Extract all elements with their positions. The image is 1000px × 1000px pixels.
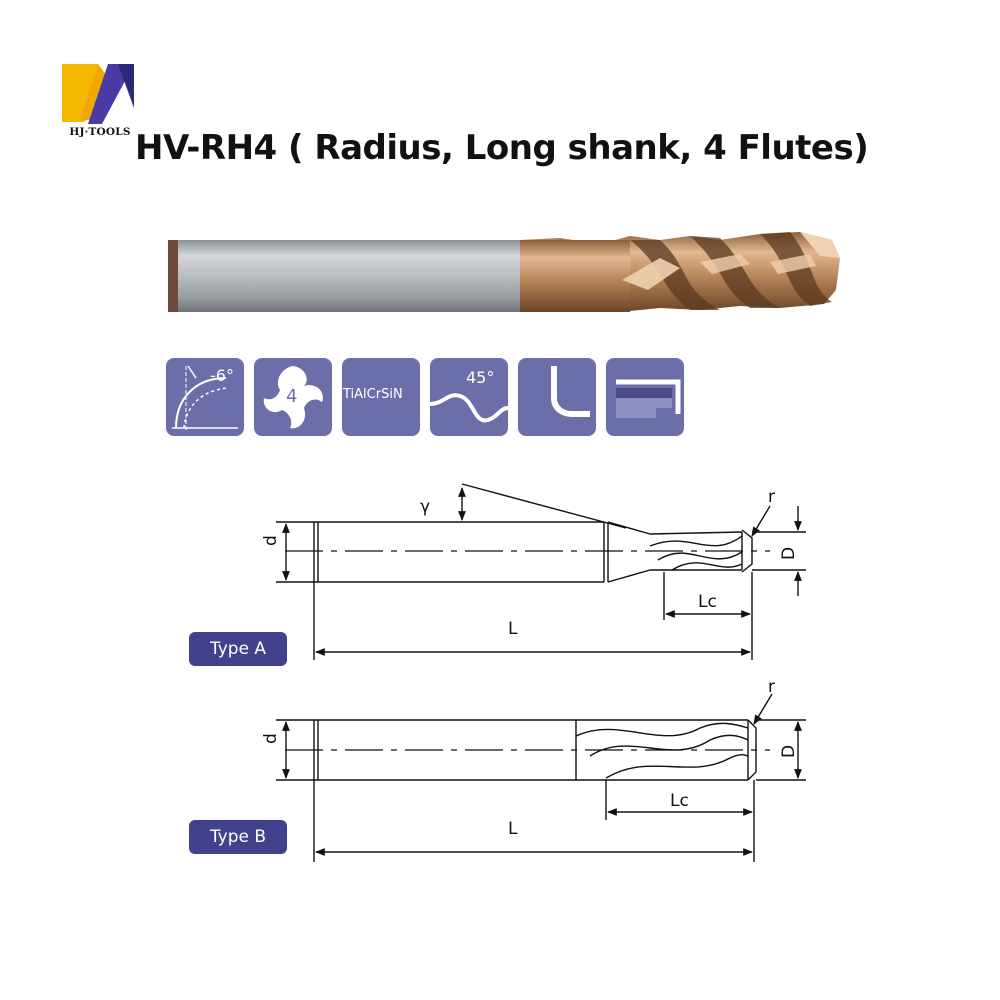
coating-icon: TiAlCrSiN bbox=[342, 358, 420, 436]
helix-45-icon: 45° bbox=[430, 358, 508, 436]
type-b-drawing bbox=[276, 693, 806, 862]
helix-angle-icon: -6° bbox=[166, 358, 244, 436]
end-mill-image bbox=[168, 232, 840, 312]
gamma-label: γ bbox=[420, 497, 430, 517]
shank-step-icon bbox=[606, 358, 684, 436]
corner-radius-icon bbox=[518, 358, 596, 436]
helix-angle-label: -6° bbox=[210, 366, 234, 385]
brand-name: HJ·TOOLS bbox=[69, 126, 131, 138]
type-a-badge: Type A bbox=[189, 632, 287, 666]
type-a-D-label: D bbox=[779, 547, 799, 560]
type-a-l-label: L bbox=[508, 619, 518, 639]
flutes-label: 4 bbox=[286, 386, 298, 407]
page-title: HV-RH4 ( Radius, Long shank, 4 Flutes) bbox=[135, 128, 869, 168]
type-b-D-label: D bbox=[779, 745, 799, 758]
type-b-lc-label: Lc bbox=[670, 791, 689, 811]
type-a-d-label: d bbox=[261, 535, 281, 546]
type-b-r-label: r bbox=[768, 677, 775, 697]
type-a-drawing bbox=[276, 483, 806, 660]
dimension-drawing: γ r d D Lc L r d D Lc L bbox=[261, 483, 806, 862]
type-a-r-label: r bbox=[768, 487, 775, 507]
type-b-badge: Type B bbox=[189, 820, 287, 854]
type-b-l-label: L bbox=[508, 819, 518, 839]
type-b-d-label: d bbox=[261, 733, 281, 744]
coating-label: TiAlCrSiN bbox=[343, 387, 403, 402]
flutes-icon: 4 bbox=[254, 358, 332, 436]
hj-tools-logo-icon bbox=[62, 64, 134, 124]
type-a-lc-label: Lc bbox=[698, 592, 717, 612]
helix-45-label: 45° bbox=[466, 368, 495, 387]
